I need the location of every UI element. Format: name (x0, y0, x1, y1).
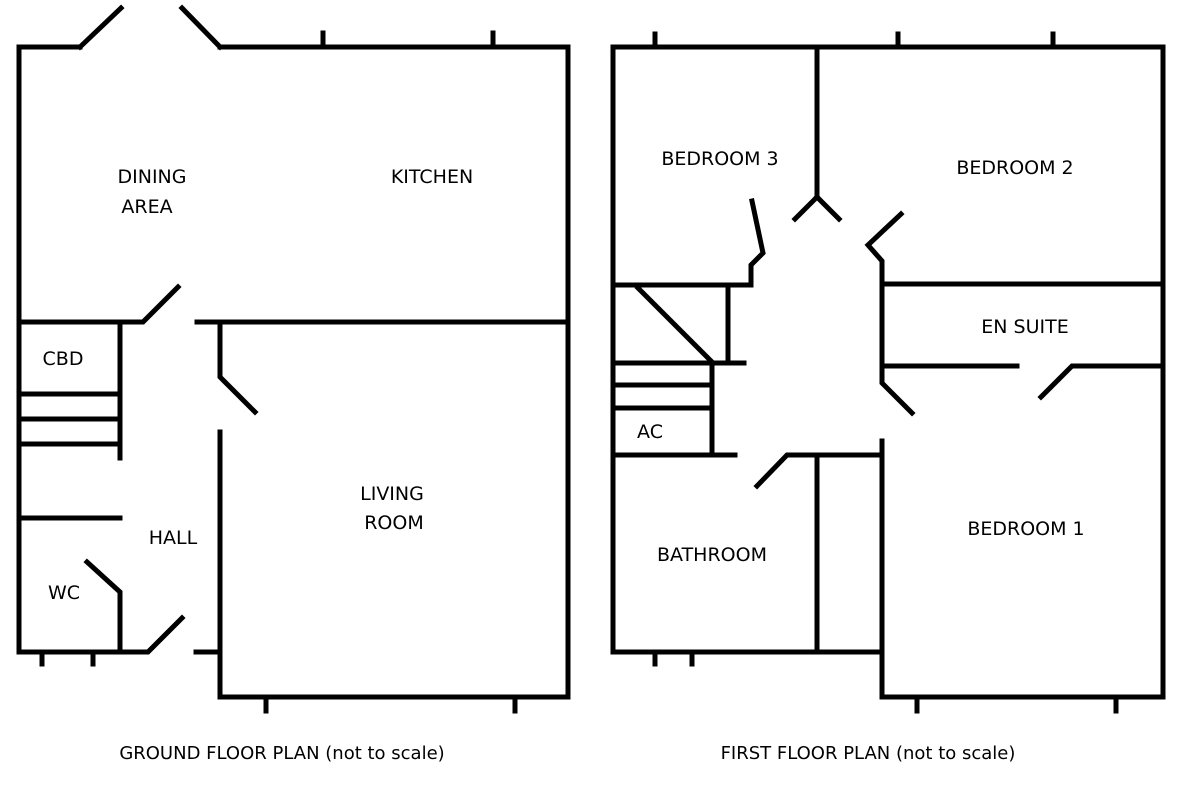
bathroom-door (753, 452, 885, 490)
ground-entrance-door-right (178, 4, 224, 51)
ensuite-door (1037, 363, 1166, 401)
bedroom3-door (610, 198, 766, 288)
ground-floor-caption: GROUND FLOOR PLAN (not to scale) (119, 743, 444, 764)
room-label-kitchen: KITCHEN (391, 166, 473, 188)
ground-floor-plan: DINING AREA KITCHEN CBD HALL WC LIVING R… (16, 4, 571, 764)
dining-south-wall (16, 283, 182, 325)
room-label-bedroom2: BEDROOM 2 (956, 157, 1073, 179)
stair-diagonal (634, 284, 716, 366)
room-label-en-suite: EN SUITE (981, 316, 1068, 338)
room-label-bedroom1: BEDROOM 1 (967, 518, 1084, 540)
room-label-ac: AC (637, 421, 663, 443)
room-label-living-2: ROOM (364, 512, 424, 534)
room-label-wc: WC (48, 582, 80, 604)
ground-floor-walls (16, 4, 571, 714)
bedroom1-door (879, 368, 916, 417)
room-label-bathroom: BATHROOM (657, 544, 767, 566)
room-label-dining-2: AREA (121, 196, 172, 218)
first-floor-plan: BEDROOM 3 BEDROOM 2 EN SUITE AC BATHROOM… (610, 31, 1166, 764)
room-label-hall: HALL (149, 527, 198, 549)
wc-door (83, 558, 186, 655)
first-floor-walls (610, 31, 1166, 714)
first-floor-caption: FIRST FLOOR PLAN (not to scale) (721, 743, 1016, 764)
bedroom2-door (864, 210, 905, 366)
first-outer-wall (610, 44, 1166, 700)
living-door (217, 319, 259, 416)
ground-entrance-door-left (76, 4, 125, 51)
room-label-cbd: CBD (43, 348, 84, 370)
ground-outer-wall-east (193, 44, 571, 700)
room-label-dining-1: DINING (118, 166, 187, 188)
room-label-living-1: LIVING (360, 483, 424, 505)
ground-outer-wall-north-west (16, 44, 123, 655)
room-label-bedroom3: BEDROOM 3 (661, 148, 778, 170)
bedroom3-door-left (791, 193, 821, 223)
bedroom2-door-right (813, 193, 843, 223)
